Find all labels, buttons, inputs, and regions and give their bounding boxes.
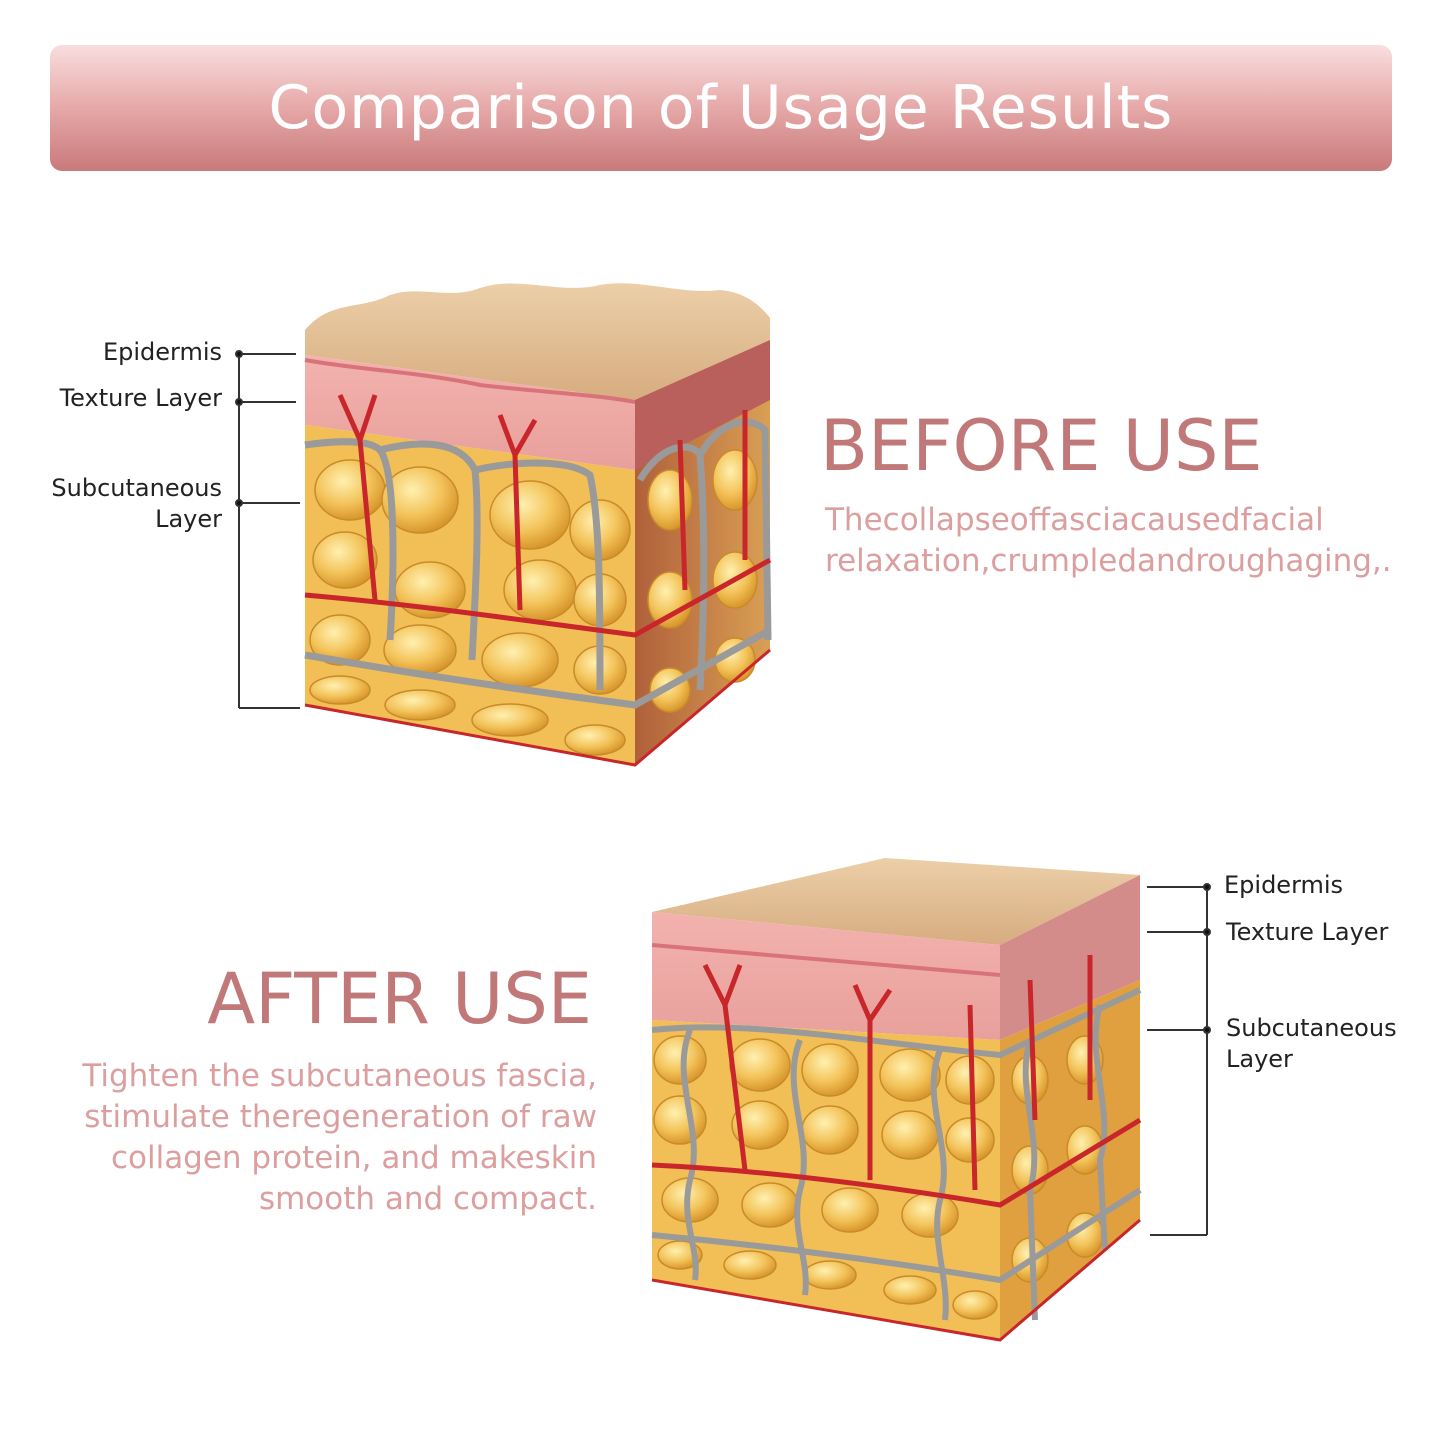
- before-heading: BEFORE USE: [820, 405, 1263, 487]
- before-label-subcutaneous-line1: Subcutaneous: [51, 474, 222, 502]
- after-description-line4: smooth and compact.: [258, 1181, 597, 1217]
- after-description-line2: stimulate theregeneration of raw: [84, 1099, 597, 1135]
- after-heading: AFTER USE: [207, 958, 592, 1040]
- after-label-subcutaneous-line1: Subcutaneous: [1226, 1014, 1397, 1042]
- after-label-subcutaneous: Subcutaneous Layer: [1226, 1013, 1397, 1075]
- before-description-line1: Thecollapseoffasciacausedfacial: [825, 502, 1324, 538]
- after-description-line3: collagen protein, and makeskin: [110, 1140, 597, 1176]
- banner-title: Comparison of Usage Results: [268, 73, 1174, 143]
- after-label-brackets: [1147, 883, 1211, 1236]
- before-label-subcutaneous: Subcutaneous Layer: [51, 473, 222, 535]
- after-label-texture-layer: Texture Layer: [1226, 918, 1389, 946]
- after-label-subcutaneous-line2: Layer: [1226, 1045, 1293, 1073]
- title-banner: Comparison of Usage Results: [50, 45, 1392, 171]
- before-label-epidermis: Epidermis: [102, 338, 222, 366]
- after-description-line1: Tighten the subcutaneous fascia,: [82, 1058, 597, 1094]
- after-description: Tighten the subcutaneous fascia, stimula…: [82, 1056, 597, 1220]
- before-label-texture-layer: Texture Layer: [59, 384, 222, 412]
- before-label-subcutaneous-line2: Layer: [155, 505, 222, 533]
- after-label-epidermis: Epidermis: [1224, 871, 1344, 899]
- before-skin-cube: [304, 283, 772, 767]
- after-skin-cube: [651, 858, 1142, 1342]
- before-description: Thecollapseoffasciacausedfacial relaxati…: [825, 500, 1392, 582]
- before-description-line2: relaxation,crumpledandroughaging,.: [825, 543, 1392, 579]
- before-label-brackets: [235, 350, 300, 709]
